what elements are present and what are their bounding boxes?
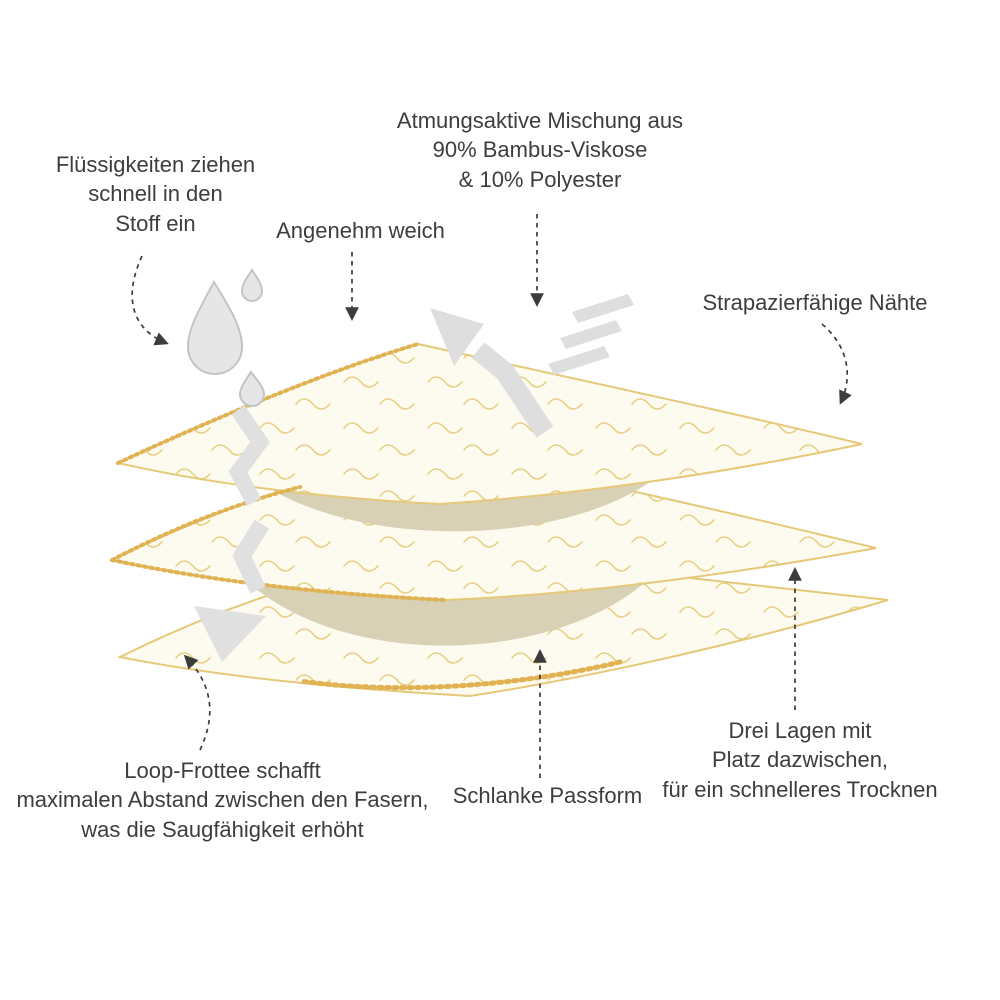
label-breathable-mixture: Atmungsaktive Mischung aus 90% Bambus-Vi… [365,106,715,194]
vapor-lines-icon [548,294,634,375]
absorb-arrow-icon [194,405,270,662]
label-line: für ein schnelleres Trocknen [662,776,938,802]
stitched-seams [110,342,623,691]
connector-loop [183,654,211,751]
label-line: maximalen Abstand zwischen den Fasern, [16,787,429,813]
label-line: Strapazierfähige Nähte [702,290,928,315]
label-three-layers-drying: Drei Lagen mit Platz dazwischen, für ein… [650,716,950,804]
label-soft: Angenehm weich [268,216,453,245]
label-durable-seams: Strapazierfähige Nähte [695,288,935,317]
water-droplet-icon [186,268,266,407]
label-line: Angenehm weich [276,218,445,243]
label-line: Flüssigkeiten ziehen [55,152,256,177]
label-line: Loop-Frottee schafft [124,758,321,783]
label-line: schnell in den [88,181,223,207]
label-line: Stoff ein [115,210,196,236]
label-line: Platz dazwischen, [711,747,889,773]
label-line: & 10% Polyester [458,166,622,192]
connector-liquids [131,255,169,346]
layer-gap-shadow-upper [252,477,654,532]
label-line: 90% Bambus-Viskose [432,137,648,163]
label-line: was die Saugfähigkeit erhöht [81,816,364,842]
airflow-arrow-icon [430,308,554,438]
connector-seams [821,323,852,405]
label-line: Atmungsaktive Mischung aus [396,108,684,133]
label-loop-terry: Loop-Frottee schafft maximalen Abstand z… [10,756,435,844]
label-liquid-absorption: Flüssigkeiten ziehen schnell in den Stof… [48,150,263,238]
label-line: Schlanke Passform [452,783,643,808]
label-slim-fit: Schlanke Passform [450,781,645,810]
label-line: Drei Lagen mit [728,718,872,743]
